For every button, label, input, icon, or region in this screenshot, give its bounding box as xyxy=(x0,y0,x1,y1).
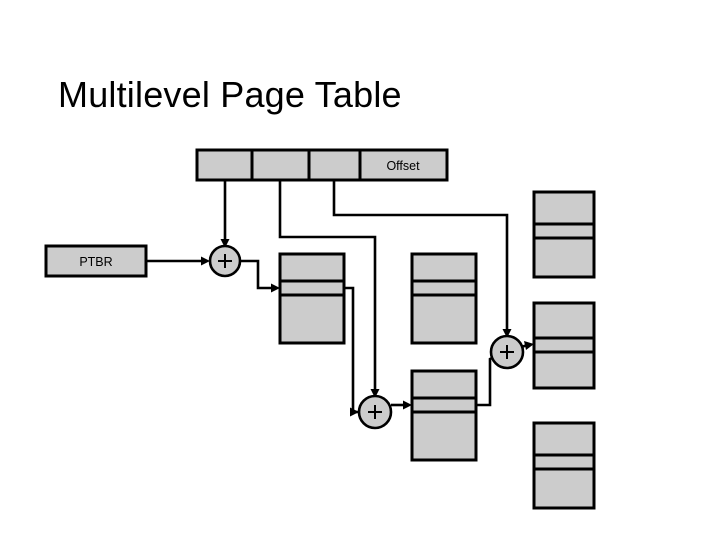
wire-pagetable3-to-adder3 xyxy=(476,355,495,407)
memory-frame-top[interactable] xyxy=(532,190,596,279)
wire-ptbr-to-adder1 xyxy=(146,256,210,266)
adder-level1[interactable] xyxy=(208,244,242,278)
memory-frame-middle[interactable] xyxy=(532,301,596,390)
ptbr-label: PTBR xyxy=(79,255,112,269)
virtual-address-bar[interactable]: Offset xyxy=(195,148,449,182)
adder-level3[interactable] xyxy=(489,334,525,370)
wire-adder1-to-pagetable1 xyxy=(240,259,280,293)
offset-field-label: Offset xyxy=(386,159,420,173)
wire-field1-to-adder1 xyxy=(220,180,230,248)
page-table-level1[interactable] xyxy=(278,252,346,345)
level2-index-field[interactable] xyxy=(250,148,311,182)
adder-level2[interactable] xyxy=(357,394,393,430)
ptbr-register[interactable]: PTBR xyxy=(44,244,148,278)
page-table-level3[interactable] xyxy=(410,369,478,462)
wire-field2-to-adder2 xyxy=(278,180,380,398)
memory-frame-bottom[interactable] xyxy=(532,421,596,510)
wire-field3-to-adder3 xyxy=(332,180,512,338)
wire-adder2-to-pagetable3 xyxy=(391,400,412,410)
level3-index-field[interactable] xyxy=(307,148,362,182)
level1-index-field[interactable] xyxy=(195,148,254,182)
wire-pagetable1-to-adder2 xyxy=(344,286,359,417)
page-table-level2[interactable] xyxy=(410,252,478,345)
page-title: Multilevel Page Table xyxy=(58,74,402,115)
offset-field[interactable] xyxy=(358,148,449,182)
